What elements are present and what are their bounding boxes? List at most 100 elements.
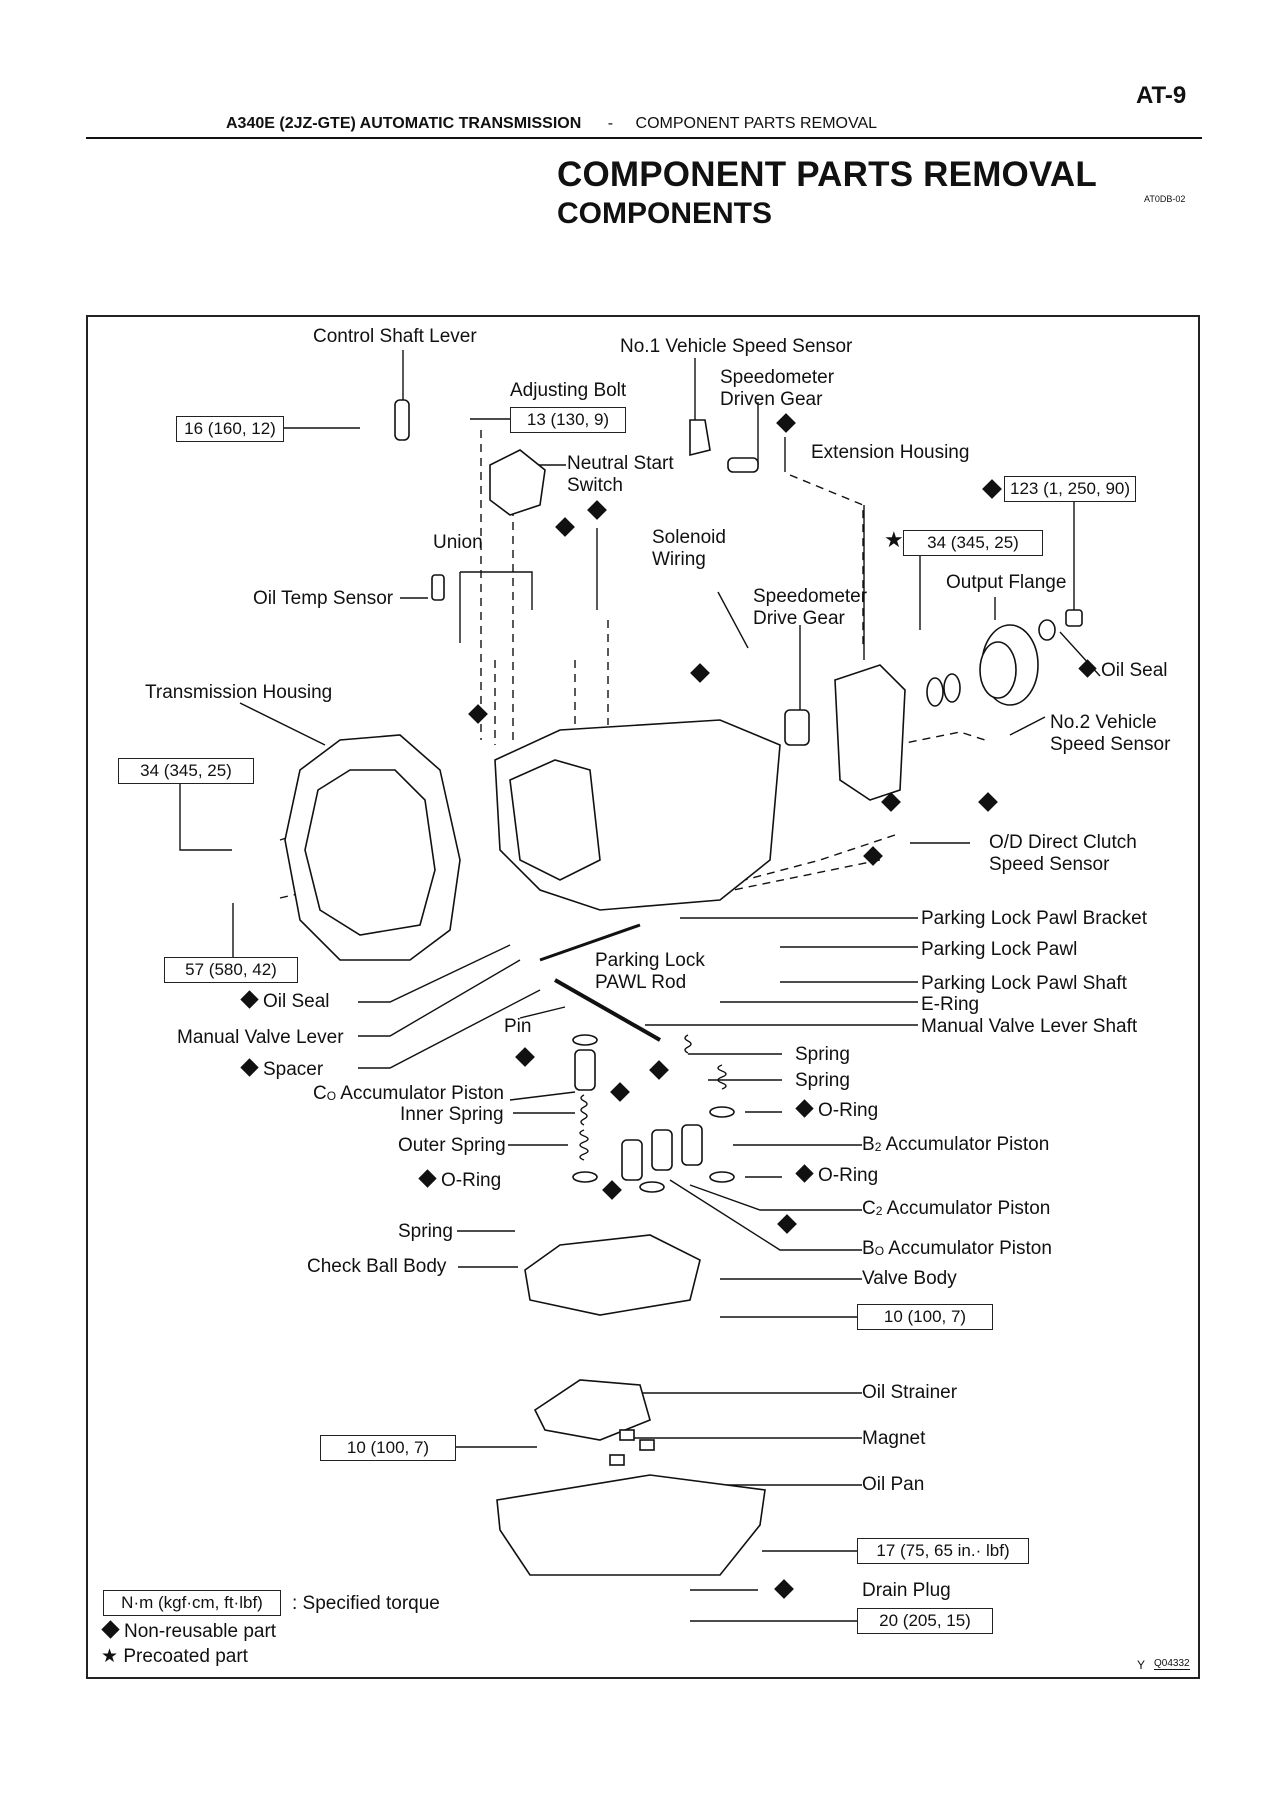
dashed-guide: [894, 731, 986, 746]
case-bellhousing-shape: [509, 759, 601, 881]
b2-piston-shape: [681, 1124, 703, 1166]
leader-line: [1009, 716, 1046, 736]
page-subtitle: COMPONENTS: [557, 197, 773, 230]
diagram-frame: [86, 315, 1200, 1679]
label-magnet: Magnet: [862, 1428, 926, 1449]
label-spring-left: Spring: [398, 1221, 453, 1242]
label-o-ring-right-1: O-Ring: [795, 1099, 878, 1122]
label-e-ring: E-Ring: [921, 994, 980, 1015]
oil-temp-sensor-shape: [431, 574, 445, 601]
label-o-ring-right-2: O-Ring: [795, 1164, 878, 1187]
label-b2-accumulator-piston: B2 Accumulator Piston: [862, 1134, 1050, 1155]
document-id: AT0DB-02: [1144, 194, 1186, 204]
label-no2-vehicle-speed-sensor: No.2 Vehicle Speed Sensor: [1050, 712, 1171, 755]
leader-line: [460, 571, 533, 610]
label-outer-spring: Outer Spring: [398, 1135, 506, 1156]
label-speedometer-driven-gear: Speedometer Driven Gear: [720, 367, 835, 410]
vss-shape: [689, 419, 711, 457]
label-extension-housing: Extension Housing: [811, 442, 970, 463]
flange-nut-shape: [1065, 609, 1083, 627]
leader-line: [358, 959, 521, 1037]
extension-housing-shape: [834, 664, 906, 801]
o-ring-shape: [709, 1106, 735, 1118]
label-solenoid-wiring: Solenoid Wiring: [652, 527, 726, 570]
torque-housing-bolt-lower: 57 (580, 42): [164, 957, 298, 983]
label-oil-strainer: Oil Strainer: [862, 1382, 958, 1403]
label-inner-spring: Inner Spring: [400, 1104, 504, 1125]
header-rule: [86, 137, 1202, 139]
label-c2-accumulator-piston: C2 Accumulator Piston: [862, 1198, 1051, 1219]
label-check-ball-body: Check Ball Body: [307, 1256, 447, 1277]
leader-line: [509, 1091, 576, 1101]
oil-pan-shape: [496, 1474, 766, 1576]
section-title: A340E (2JZ-GTE) AUTOMATIC TRANSMISSION: [226, 115, 582, 132]
torque-oil-pan-bolt: 17 (75, 65 in.· lbf): [857, 1538, 1029, 1564]
torque-valve-body-bolt: 10 (100, 7): [857, 1304, 993, 1330]
label-transmission-housing: Transmission Housing: [145, 682, 333, 703]
torque-control-shaft-nut: 16 (160, 12): [176, 416, 284, 442]
housing-inner-shape: [304, 769, 436, 936]
page-title: COMPONENT PARTS REMOVAL: [557, 155, 1097, 194]
spring-shape: [684, 1034, 692, 1054]
precoated-marker: ★: [884, 527, 904, 552]
o-ring-shape: [926, 677, 944, 707]
label-pin: Pin: [504, 1016, 532, 1037]
leader-line: [519, 1006, 566, 1019]
label-oil-pan: Oil Pan: [862, 1474, 925, 1495]
o-ring-shape: [639, 1181, 665, 1193]
o-ring-shape: [709, 1171, 735, 1183]
figure-id: Q04332: [1154, 1658, 1190, 1670]
o-ring-shape: [572, 1171, 598, 1183]
label-spacer: Spacer: [240, 1058, 323, 1081]
b0-piston-shape: [621, 1139, 643, 1181]
label-oil-temp-sensor: Oil Temp Sensor: [253, 588, 394, 609]
label-speedometer-drive-gear: Speedometer Drive Gear: [753, 586, 868, 629]
leader-line: [179, 784, 232, 851]
outer-spring-shape: [579, 1129, 589, 1161]
label-valve-body: Valve Body: [862, 1268, 957, 1289]
label-drain-plug: Drain Plug: [862, 1580, 951, 1601]
label-control-shaft-lever: Control Shaft Lever: [313, 326, 477, 347]
page-number: AT-9: [1136, 82, 1187, 109]
label-c0-accumulator-piston: CO Accumulator Piston: [313, 1083, 504, 1104]
label-parking-lock-pawl-shaft: Parking Lock Pawl Shaft: [921, 973, 1127, 994]
label-manual-valve-lever-shaft: Manual Valve Lever Shaft: [921, 1016, 1138, 1037]
leader-line: [689, 1184, 862, 1211]
label-o-ring-left: O-Ring: [418, 1169, 501, 1192]
leader-line: [669, 1179, 862, 1251]
manual-valve-lever-shaft-shape: [554, 978, 661, 1042]
label-b0-accumulator-piston: BO Accumulator Piston: [862, 1238, 1052, 1259]
magnet-shape: [609, 1454, 625, 1466]
label-no1-vehicle-speed-sensor: No.1 Vehicle Speed Sensor: [620, 336, 853, 357]
driven-gear-shape: [727, 457, 759, 473]
torque-extension-bolt: 34 (345, 25): [903, 530, 1043, 556]
c2-piston-shape: [651, 1129, 673, 1171]
header-separator: -: [607, 115, 614, 132]
control-shaft-lever-shape: [394, 399, 410, 441]
c0-piston-shape: [574, 1049, 596, 1091]
legend-torque-unit: N·m (kgf·cm, ft·lbf): [103, 1590, 281, 1616]
torque-adjusting-bolt: 13 (130, 9): [510, 407, 626, 433]
o-ring-shape: [572, 1034, 598, 1046]
leader-line: [717, 591, 749, 649]
figure-id-prefix: Y: [1137, 1658, 1146, 1672]
valve-body-shape: [524, 1234, 701, 1316]
magnet-shape: [619, 1429, 635, 1441]
torque-flange-nut: 123 (1, 250, 90): [1004, 476, 1136, 502]
parking-lock-rod-shape: [539, 923, 641, 962]
section-subtitle: COMPONENT PARTS REMOVAL: [635, 115, 878, 132]
magnet-shape: [639, 1439, 655, 1451]
label-oil-seal-left: Oil Seal: [240, 990, 330, 1013]
torque-housing-bolt-upper: 34 (345, 25): [118, 758, 254, 784]
inner-spring-shape: [580, 1094, 588, 1126]
label-spring-right-2: Spring: [795, 1070, 850, 1091]
label-union: Union: [433, 532, 483, 553]
label-parking-lock-pawl: Parking Lock Pawl: [921, 939, 1078, 960]
legend-precoated: ★ Precoated part: [101, 1646, 248, 1667]
dashed-guide: [789, 474, 864, 650]
label-adjusting-bolt: Adjusting Bolt: [510, 380, 627, 401]
running-header: A340E (2JZ-GTE) AUTOMATIC TRANSMISSION -…: [226, 115, 877, 133]
legend-non-reusable: Non-reusable part: [100, 1620, 276, 1643]
output-flange-hub: [979, 641, 1017, 699]
label-parking-lock-pawl-bracket: Parking Lock Pawl Bracket: [921, 908, 1147, 929]
